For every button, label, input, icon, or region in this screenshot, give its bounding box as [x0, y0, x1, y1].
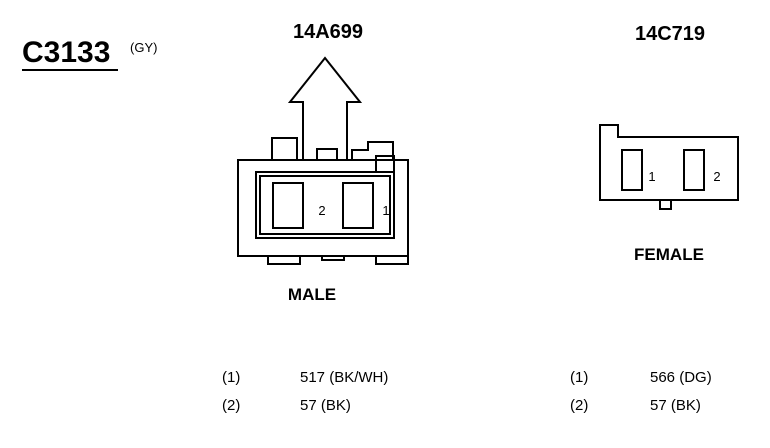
male-pin-label-1: 1 — [382, 203, 389, 218]
male-connector — [237, 56, 409, 265]
male-pin-label-2: 2 — [318, 203, 325, 218]
male-pin-2-circuit: 57 (BK) — [300, 397, 351, 414]
male-pinout-table: (1) 517 (BK/WH) (2) 57 (BK) — [222, 369, 388, 414]
orientation-arrow-icon — [287, 56, 363, 161]
male-pin-1-number: (1) — [222, 369, 240, 386]
male-cavity-2 — [272, 182, 304, 229]
female-cavity-2 — [683, 149, 705, 191]
female-label: FEMALE — [634, 245, 704, 264]
male-cavity-1 — [342, 182, 374, 229]
male-pin-1-circuit: 517 (BK/WH) — [300, 369, 388, 386]
female-pinout-table: (1) 566 (DG) (2) 57 (BK) — [570, 369, 712, 414]
female-pin-label-2: 2 — [713, 169, 720, 184]
female-part-number: 14C719 — [635, 23, 705, 45]
male-pin-2-number: (2) — [222, 397, 240, 414]
male-label: MALE — [288, 285, 336, 304]
connector-color-code: (GY) — [130, 40, 157, 55]
female-pin-2-number: (2) — [570, 397, 588, 414]
connector-id: C3133 — [22, 36, 110, 69]
female-pin-1-circuit: 566 (DG) — [650, 369, 712, 386]
female-pin-label-1: 1 — [648, 169, 655, 184]
male-part-number: 14A699 — [293, 21, 363, 43]
female-cavity-1 — [621, 149, 643, 191]
female-pin-2-circuit: 57 (BK) — [650, 397, 701, 414]
female-connector — [599, 124, 739, 210]
female-pin-1-number: (1) — [570, 369, 588, 386]
